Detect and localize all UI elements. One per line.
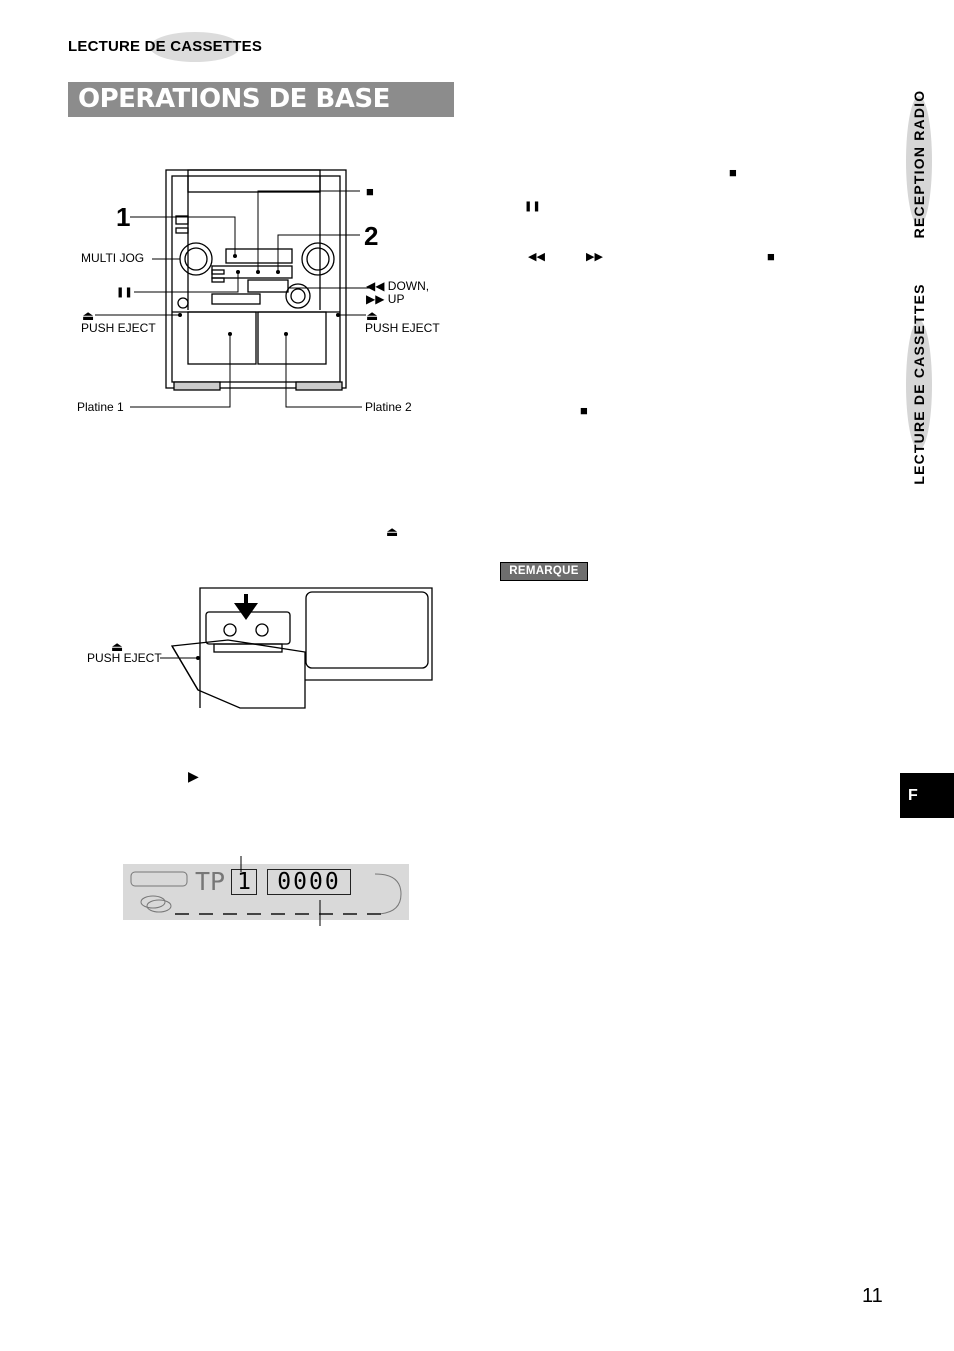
section-label-highlight: [150, 32, 240, 62]
pause-icon: ❚❚: [524, 201, 541, 212]
eject-icon: ⏏: [111, 639, 124, 654]
stop-icon: ■: [729, 165, 737, 180]
section-label: LECTURE DE CASSETTES: [68, 38, 263, 55]
side-navigation-tabs: RECEPTION RADIO LECTURE DE CASSETTES: [902, 70, 936, 500]
push-eject-right-label: PUSH EJECT: [365, 321, 440, 335]
pause-icon: ❚❚: [116, 287, 133, 298]
up-label: ▶▶ UP: [366, 292, 405, 306]
multi-jog-label: MULTI JOG: [81, 251, 145, 265]
push-eject-left-label: PUSH EJECT: [81, 321, 156, 335]
eject-icon: ⏏: [386, 524, 399, 539]
page-number: 11: [862, 1285, 883, 1307]
stop-icon: ■: [767, 249, 775, 264]
step-number-1: 1: [116, 202, 131, 232]
remarque-badge: REMARQUE: [500, 562, 588, 581]
side-tab-reception-radio: RECEPTION RADIO: [911, 89, 927, 239]
side-tab-bottom-highlight: [906, 320, 932, 450]
step-number-2: 2: [364, 221, 379, 251]
fast-forward-icon: ▶▶: [586, 251, 603, 263]
side-tab-top-highlight: [906, 96, 932, 226]
display-tape-label: TP: [195, 867, 226, 896]
rewind-icon: ◀◀: [528, 251, 545, 263]
eject-icon-left: ⏏: [82, 308, 95, 323]
display-decor: [130, 871, 402, 915]
eject-icon-right: ⏏: [366, 308, 379, 323]
display-deck-number: 1: [231, 869, 257, 895]
push-eject-label: PUSH EJECT: [87, 651, 162, 665]
deck-2-label: Platine 2: [365, 400, 412, 414]
stop-icon: ■: [366, 184, 374, 199]
deck-1-label: Platine 1: [77, 400, 124, 414]
display-panel: TP 1 0000: [123, 864, 409, 920]
stop-icon: ■: [580, 403, 588, 418]
down-label: ◀◀ DOWN,: [366, 279, 430, 293]
display-counter: 0000: [267, 869, 351, 895]
language-tab: F: [900, 773, 954, 818]
page-title: OPERATIONS DE BASE: [68, 82, 454, 117]
play-icon: ▶: [188, 768, 199, 784]
side-tab-lecture-cassettes: LECTURE DE CASSETTES: [911, 283, 927, 485]
